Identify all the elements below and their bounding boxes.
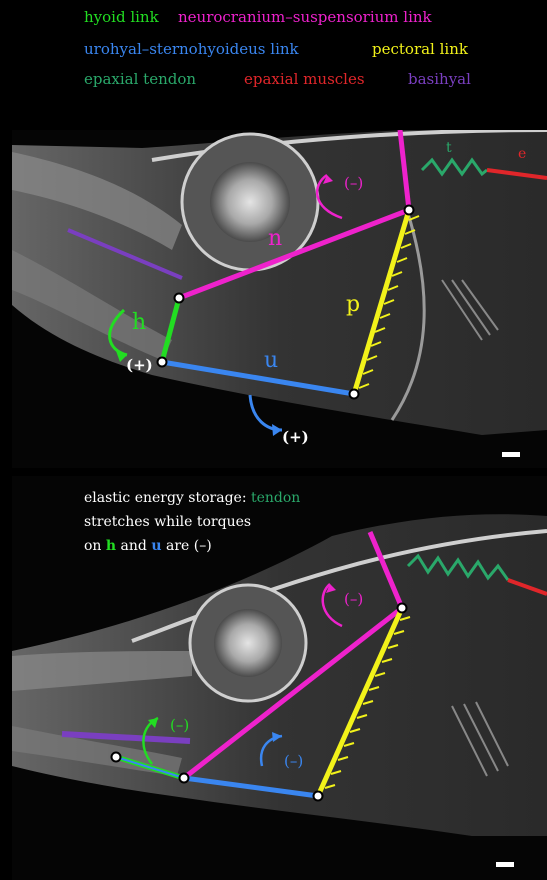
legend-pectoral: pectoral link — [372, 40, 468, 58]
torque-label-h-bottom: (–) — [170, 716, 189, 734]
scale-bar — [502, 452, 520, 457]
legend-epaxial-muscles: epaxial muscles — [244, 70, 365, 88]
note-line3-on: on — [84, 538, 106, 554]
torque-label-n-bottom: (–) — [344, 590, 363, 608]
note-line-1: elastic energy storage: tendon — [84, 486, 300, 510]
top-panel: n h p u t e (–) (+) (+) — [12, 130, 547, 468]
top-xray-diagram — [12, 130, 547, 468]
link-label-p: p — [346, 292, 360, 317]
link-label-n: n — [268, 226, 282, 251]
joint-hyoid-back-bottom — [180, 774, 189, 783]
torque-label-n: (–) — [344, 174, 363, 192]
note-line-2: stretches while torques — [84, 510, 300, 534]
torque-label-h: (+) — [126, 356, 153, 374]
note-h: h — [106, 538, 116, 554]
link-label-h: h — [132, 310, 146, 335]
legend-epaxial-tendon: epaxial tendon — [84, 70, 196, 88]
legend-urohyal: urohyal–sternohyoideus link — [84, 40, 299, 58]
note-are: are (–) — [162, 538, 212, 554]
joint-neurocranium — [405, 206, 414, 215]
eye-lens-bottom — [214, 609, 282, 677]
note-tendon-word: tendon — [251, 490, 300, 506]
scale-bar-bottom — [496, 862, 514, 867]
note-u: u — [151, 538, 161, 554]
joint-pectoral-bottom — [314, 792, 323, 801]
legend-neurocranium: neurocranium–suspensorium link — [178, 8, 432, 26]
link-label-t: t — [446, 140, 452, 156]
note-line1-text: elastic energy storage: — [84, 490, 251, 506]
link-label-u: u — [264, 348, 278, 373]
torque-arrowhead-u — [272, 424, 282, 436]
annotation-note: elastic energy storage: tendon stretches… — [84, 486, 300, 558]
legend-basihyal: basihyal — [408, 70, 471, 88]
joint-hyoid-top — [175, 294, 184, 303]
joint-hyoid-bottom — [158, 358, 167, 367]
joint-pectoral — [350, 390, 359, 399]
note-and: and — [116, 538, 151, 554]
torque-label-u: (+) — [282, 428, 309, 446]
legend: hyoid link neurocranium–suspensorium lin… — [0, 0, 547, 130]
torque-label-u-bottom: (–) — [284, 752, 303, 770]
link-label-e: e — [518, 146, 526, 162]
note-line-3: on h and u are (–) — [84, 534, 300, 558]
joint-neurocranium-bottom — [398, 604, 407, 613]
legend-hyoid: hyoid link — [84, 8, 159, 26]
joint-hyoid-front-bottom — [112, 753, 121, 762]
